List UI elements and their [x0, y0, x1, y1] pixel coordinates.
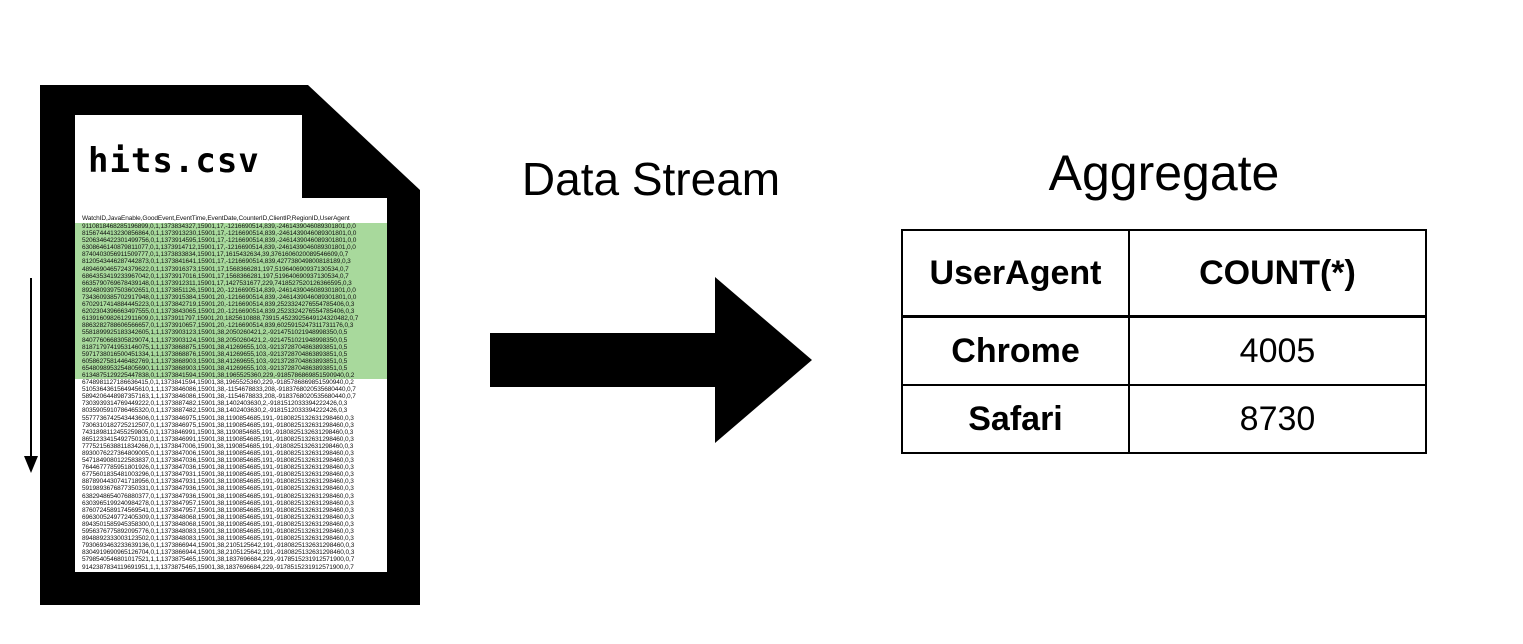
table-body: Chrome 4005 Safari 8730 [903, 318, 1425, 452]
csv-row: 5105364361564945610,1,1,1373846086,15901… [82, 386, 356, 394]
csv-row: 7303939314769449222,0,1,1373887482,15901… [82, 400, 348, 408]
csv-row: 8948892333003123502,0,1,1373848083,15901… [82, 535, 354, 543]
csv-row: 8187179741953146075,1,1,1373868875,15901… [82, 343, 348, 351]
csv-row: 8651233415492750131,0,1,1373846991,15901… [82, 435, 354, 443]
csv-row: 5798540546801017521,1,1,1373875465,15901… [82, 556, 355, 564]
csv-row: 6775601835481003296,0,1,1373847931,15901… [82, 471, 354, 479]
csv-row: 9110818468285196899,0,1,1373834327,15901… [82, 223, 356, 230]
csv-row: 5581899925183342605,1,1,1373903123,15901… [82, 329, 348, 337]
csv-row: 6748981127186636415,0,1,1373841594,15901… [82, 379, 354, 387]
csv-row: 6963005249772405309,0,1,1373848068,15901… [82, 513, 354, 521]
csv-row: 7644677785951801926,0,1,1373847036,15901… [82, 464, 354, 472]
file-name: hits.csv [88, 141, 260, 181]
csv-row: 6139160982612911609,0,1,1373911797,15901… [82, 315, 359, 323]
aggregate-title: Aggregate [1048, 145, 1280, 201]
csv-row: 6702917414884445223,0,1,1373842719,15901… [82, 301, 355, 309]
csv-row: 5971738016500451334,1,1,1373868876,15901… [82, 350, 348, 358]
data-stream-label: Data Stream [521, 153, 781, 205]
csv-row: 5919893676877350331,0,1,1373847936,15901… [82, 485, 354, 493]
table-header-cell-useragent: UserAgent [903, 231, 1130, 315]
count-cell: 8730 [1239, 399, 1316, 438]
csv-row: 7431898112455259805,0,1,1373846991,15901… [82, 428, 354, 436]
csv-row: 6134875129225447838,0,1,1373841594,15901… [82, 371, 355, 379]
csv-row: 6382948654076880377,0,1,1373847936,15901… [82, 492, 354, 500]
csv-row: 4894690465724379622,0,1,1373916373,15901… [82, 265, 349, 273]
plain-rows-block: 6748981127186636415,0,1,1373841594,15901… [75, 379, 387, 571]
csv-row: 6548098953254805690,1,1,1373868903,15901… [82, 364, 348, 372]
csv-row: 8407760668305829074,1,1,1373903124,15901… [82, 336, 348, 344]
highlighted-rows-block: 9110818468285196899,0,1,1373834327,15901… [75, 223, 387, 380]
csv-row: 6202304396663497555,0,1,1373843065,15901… [82, 308, 355, 316]
count-cell: 4005 [1239, 331, 1316, 370]
csv-row: 7343609385702917948,0,1,1373915384,15901… [82, 293, 357, 301]
csv-row: 9142387834119691951,1,1,1373875465,15901… [82, 563, 354, 571]
down-arrow-icon [24, 278, 38, 473]
csv-row: 6308646140879811077,0,1,1373914712,15901… [82, 244, 356, 252]
csv-row: 8943501585945358300,0,1,1373848068,15901… [82, 520, 354, 528]
csv-row: 5577736742543443606,0,1,1373846975,15901… [82, 414, 354, 422]
csv-row: 6058627581446482769,1,1,1373868903,15901… [82, 357, 348, 365]
csv-row: 6864353419233967042,0,1,1373917016,15901… [82, 272, 349, 280]
user-agent-cell: Safari [903, 386, 1130, 452]
csv-row: 8156744413230856864,0,1,1373913230,15901… [82, 230, 357, 238]
csv-row: 7930693463233639136,0,1,1373866944,15901… [82, 542, 355, 550]
csv-row: 8878904430741718956,0,1,1373847931,15901… [82, 478, 354, 486]
csv-row: 8924809397503602651,0,1,1373851126,15901… [82, 286, 356, 294]
table-row: Safari 8730 [903, 386, 1425, 452]
table-row: Chrome 4005 [903, 318, 1425, 386]
csv-row: 5471849080122583837,0,1,1373847036,15901… [82, 457, 354, 465]
user-agent-cell: Chrome [903, 318, 1130, 384]
csv-row: 8120543446287442873,0,1,1373841641,15901… [82, 258, 351, 266]
csv-row: 8740403056911509777,0,1,1373833834,15901… [82, 251, 349, 259]
csv-row: 8863282788606566657,0,1,1373910657,15901… [82, 322, 354, 330]
csv-header-line: WatchID,JavaEnable,GoodEvent,EventTime,E… [82, 215, 350, 222]
csv-row: 8760724589174569541,0,1,1373847957,15901… [82, 506, 354, 514]
csv-row: 5956376775892095776,0,1,1373848083,15901… [82, 528, 354, 536]
aggregate-table: UserAgent COUNT(*) Chrome 4005 Safari 87… [901, 229, 1427, 454]
csv-preview: WatchID,JavaEnable,GoodEvent,EventTime,E… [75, 215, 387, 572]
csv-row: 5894206448987357163,1,1,1373846086,15901… [82, 393, 356, 401]
csv-row: 8930076227364809005,0,1,1373847006,15901… [82, 450, 354, 457]
table-header-cell-count: COUNT(*) [1199, 253, 1356, 292]
table-header-row: UserAgent COUNT(*) [903, 231, 1425, 318]
right-arrow-icon [490, 277, 812, 443]
csv-row: 8035905910786465320,0,1,1373887482,15901… [82, 407, 348, 415]
csv-row: 8304919690965126704,0,1,1373866944,15901… [82, 549, 355, 557]
csv-row: 6635790769678439148,0,1,1373912311,15901… [82, 279, 352, 287]
csv-row: 6303965199240984278,0,1,1373847957,15901… [82, 499, 354, 507]
csv-row: 5206346422301499756,0,1,1373914595,15901… [82, 237, 357, 245]
csv-row: 7775215638811834266,0,1,1373847006,15901… [82, 442, 354, 450]
csv-row: 7306310182725212507,0,1,1373846975,15901… [82, 421, 354, 429]
